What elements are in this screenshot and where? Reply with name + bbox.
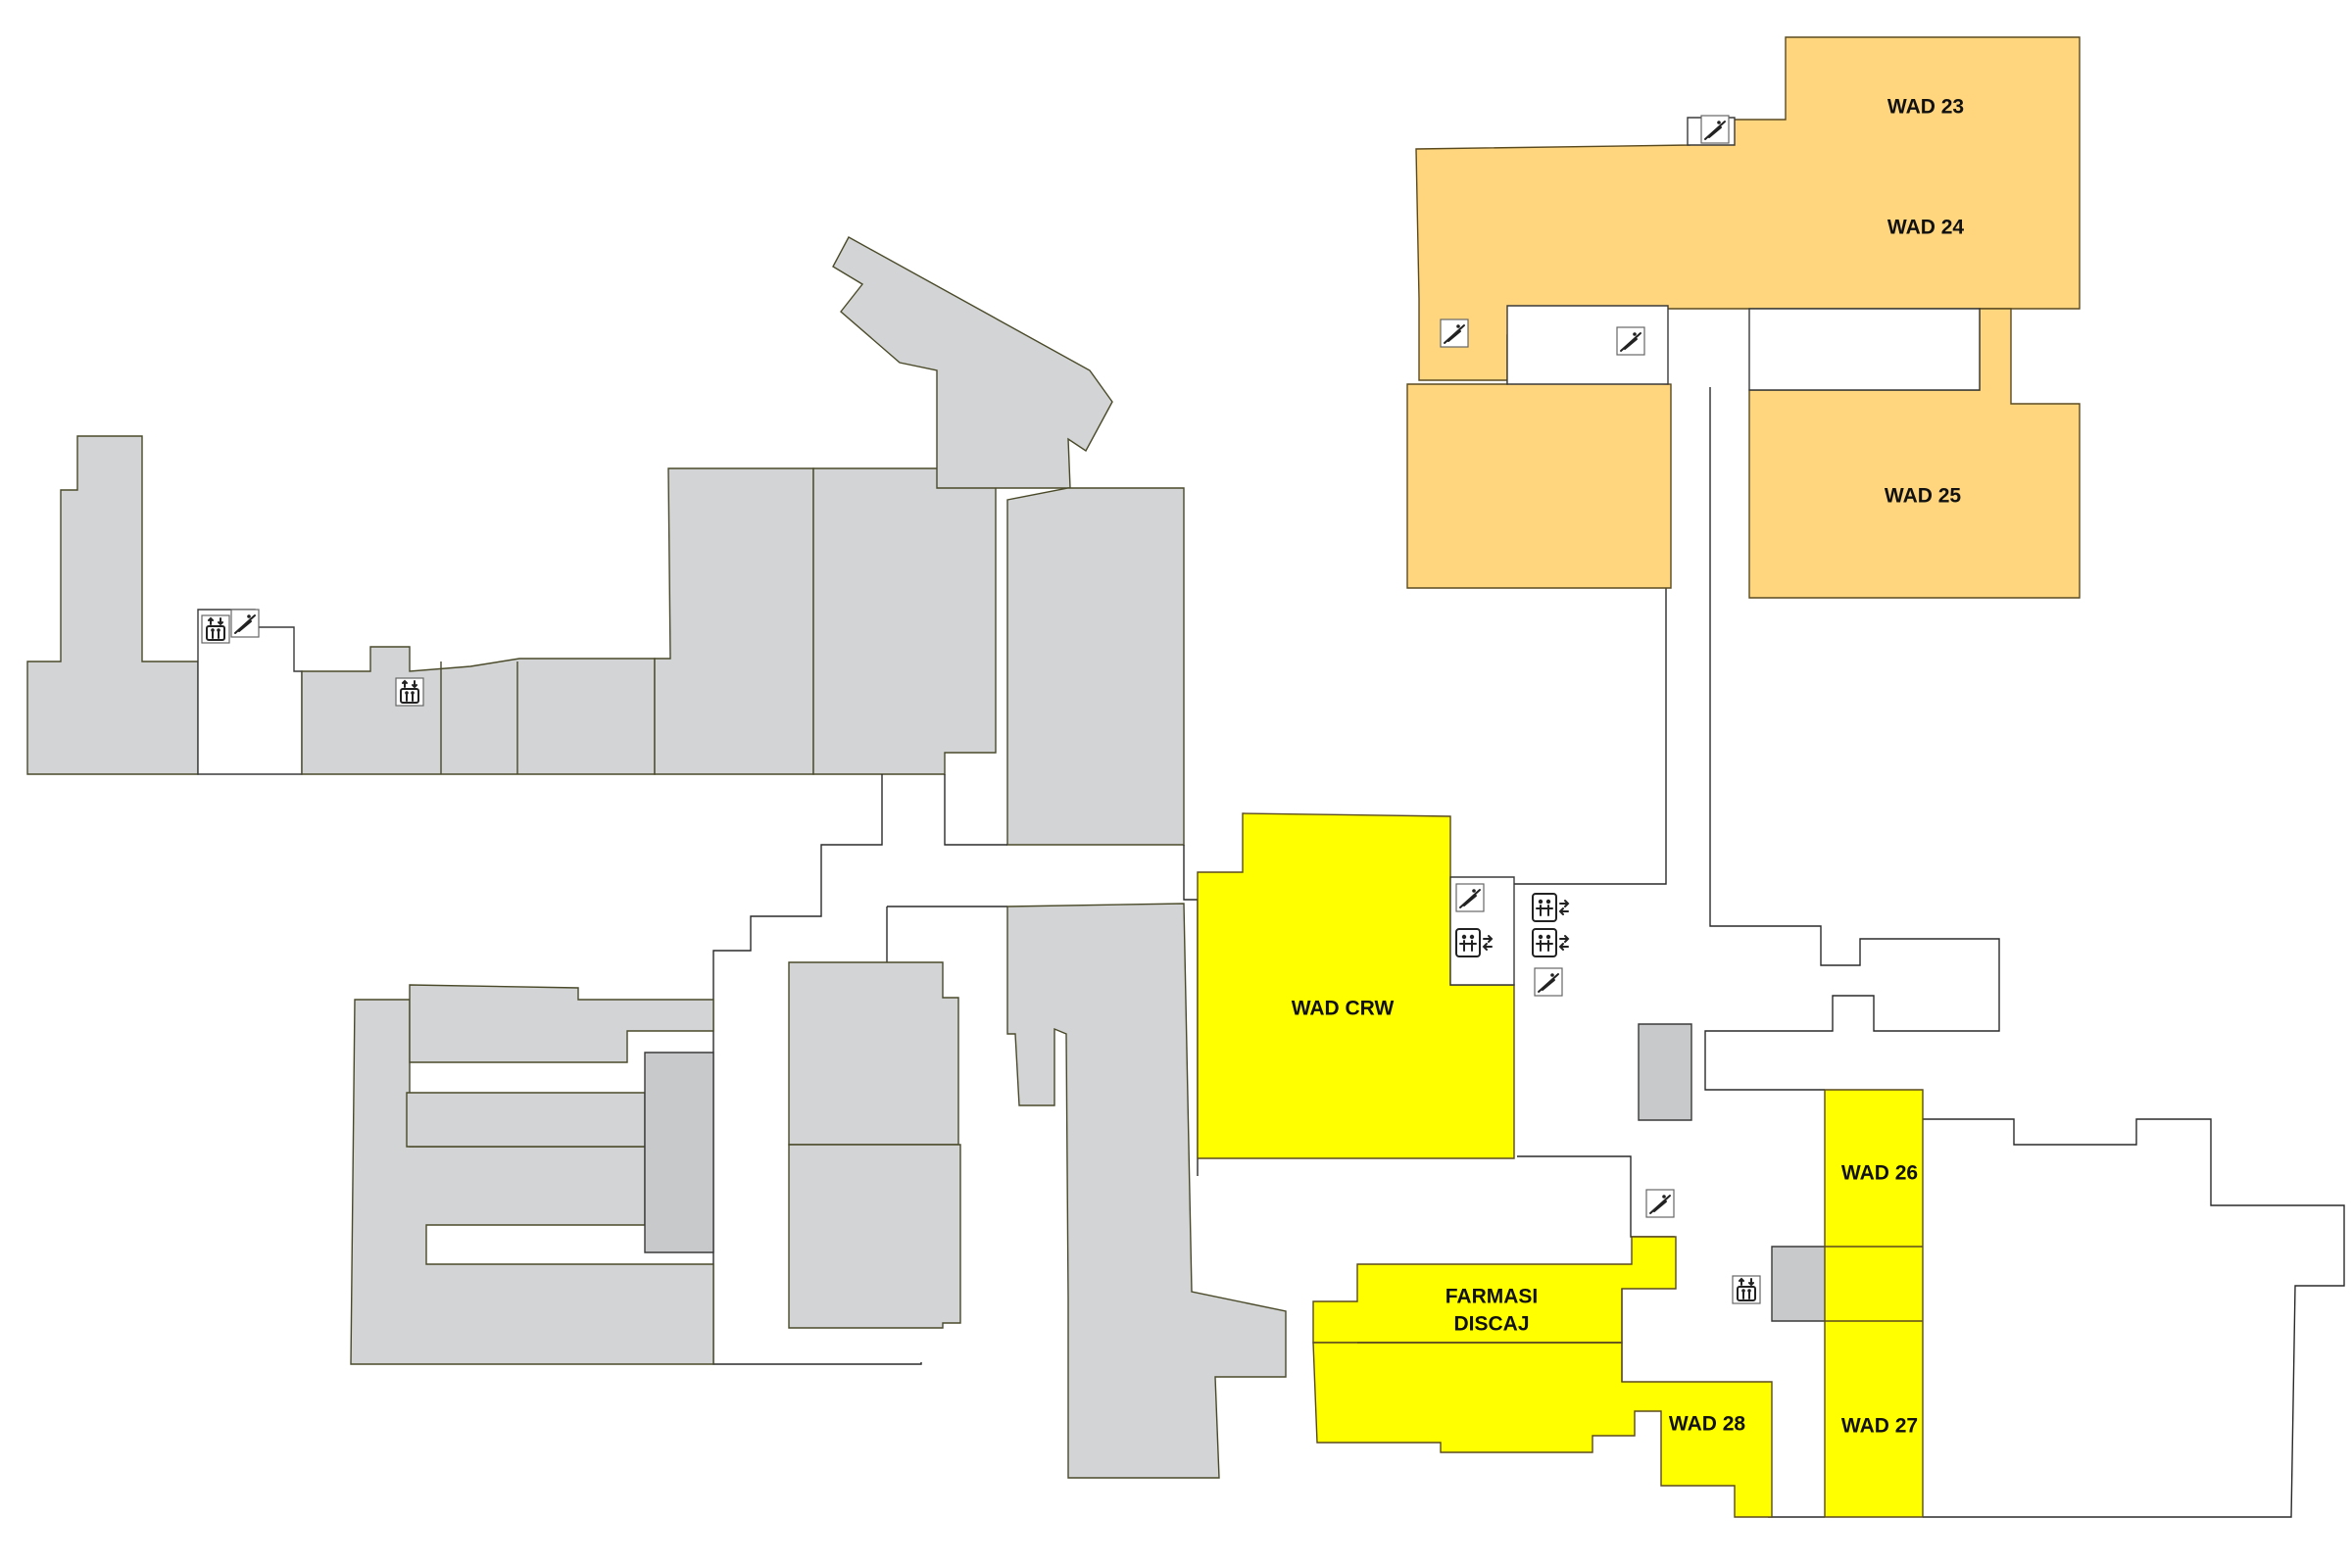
stairs-icon	[1646, 1190, 1674, 1217]
lift-icon	[396, 678, 423, 706]
building-west-wing	[27, 436, 198, 774]
lift-icon	[202, 615, 229, 643]
ward-crw-block	[1198, 813, 1514, 1158]
stairs-icon	[1535, 968, 1562, 996]
toilet-icon	[1533, 929, 1568, 956]
ward-label-wad24: WAD 24	[1887, 217, 1965, 239]
stairs-icon	[231, 610, 259, 637]
building-diagonal-annex	[833, 237, 1112, 488]
ward-label-discaj: DISCAJ	[1453, 1313, 1529, 1336]
building-south-center-upper	[789, 962, 958, 1145]
yellow-ward-complex	[1198, 813, 1923, 1517]
ward-label-farmasi: FARMASI	[1446, 1286, 1539, 1308]
building-north-tall	[655, 468, 813, 774]
building-south-west-upper	[410, 985, 713, 1062]
stairs-icon	[1441, 319, 1468, 347]
building-north-east-column	[1007, 488, 1184, 845]
ward-label-wad25: WAD 25	[1885, 485, 1962, 508]
west-building-block	[27, 237, 1184, 845]
toilet-icon	[1533, 894, 1568, 921]
building-west-center	[302, 647, 655, 774]
orange-ward-complex	[1407, 37, 2080, 598]
ward-26-27-block	[1825, 1090, 1923, 1517]
lift-icon	[1733, 1276, 1760, 1303]
ward-label-wad-crw: WAD CRW	[1292, 998, 1395, 1020]
building-center-small-dark	[1639, 1024, 1691, 1120]
ward-label-wad28: WAD 28	[1669, 1413, 1746, 1436]
building-south-center-lower	[789, 1145, 960, 1328]
ward-label-wad26: WAD 26	[1841, 1162, 1918, 1185]
building-north-center	[813, 468, 996, 774]
ward-label-wad27: WAD 27	[1841, 1415, 1918, 1438]
building-south-west-dark	[645, 1053, 713, 1252]
building-south-west-mid	[407, 1093, 645, 1147]
stairs-icon	[1617, 327, 1644, 355]
stairs-icon	[1456, 884, 1484, 911]
ward-west-lower-block	[1407, 380, 1671, 588]
ward-courtyard-right	[1749, 309, 1980, 390]
stairs-icon	[1701, 116, 1729, 143]
ward-label-wad23: WAD 23	[1887, 96, 1964, 119]
